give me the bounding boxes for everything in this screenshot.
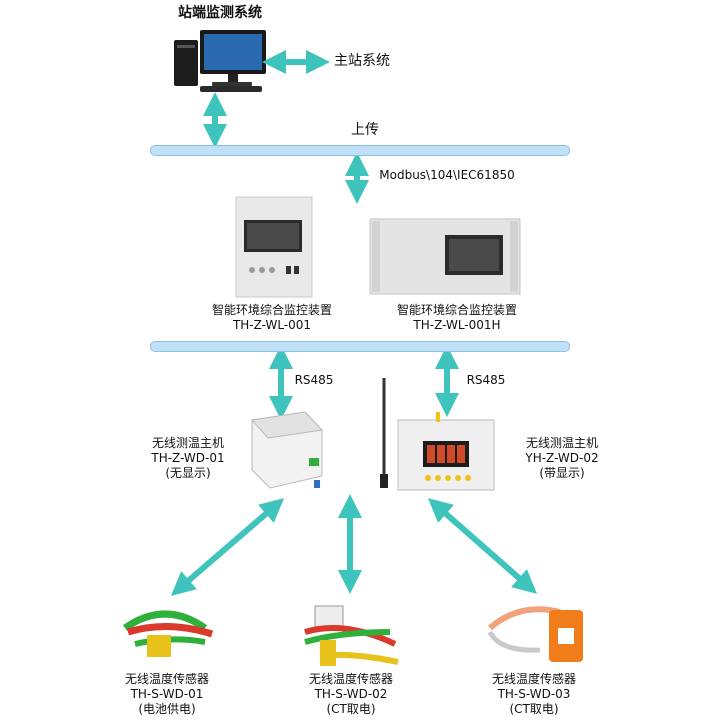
device-2-name: 智能环境综合监控装置: [396, 303, 517, 317]
upload-label: 上传: [351, 122, 379, 138]
sensor-2-note: (CT取电): [326, 702, 376, 716]
computer-image: [174, 30, 266, 92]
host-1-model: TH-Z-WD-01: [151, 451, 225, 465]
device-wl001-image: [235, 196, 313, 298]
host-2-model: YH-Z-WD-02: [525, 451, 599, 465]
sensor-3-name: 无线温度传感器: [491, 672, 576, 686]
sensor-2-model: TH-S-WD-02: [314, 687, 388, 701]
host-2-note: (带显示): [539, 466, 585, 480]
host-1-note: (无显示): [165, 466, 211, 480]
system-title: 站端监测系统: [178, 5, 262, 21]
sensor-3-model: TH-S-WD-03: [497, 687, 571, 701]
rs485-bus: [150, 341, 570, 352]
rs485-label-left: RS485: [294, 373, 334, 387]
device-2-model: TH-Z-WL-001H: [413, 318, 501, 332]
sensor-1-name: 无线温度传感器: [124, 672, 209, 686]
sensor-1-model: TH-S-WD-01: [130, 687, 204, 701]
sensor-1-note: (电池供电): [138, 702, 196, 716]
device-wl001h-image: [369, 218, 521, 295]
device-1-name: 智能环境综合监控装置: [211, 303, 332, 317]
host-wd02-image: [380, 378, 495, 491]
rs485-label-right: RS485: [466, 373, 506, 387]
wireless-arrow-left: [170, 498, 285, 596]
sensor-wd02-image: [304, 605, 399, 666]
device-1-model: TH-Z-WL-001: [232, 318, 312, 332]
host-wd01-image: [251, 411, 324, 489]
upload-bus: [150, 145, 570, 156]
sensor-2-name: 无线温度传感器: [308, 672, 393, 686]
sensor-3-note: (CT取电): [509, 702, 559, 716]
sensor-wd01-image: [122, 610, 214, 657]
wireless-arrow-right: [427, 498, 538, 594]
sensor-wd03-image: [487, 606, 583, 662]
host-1-name: 无线测温主机: [151, 436, 224, 450]
protocol-label: Modbus\104\IEC61850: [379, 168, 515, 182]
master-station-label: 主站系统: [334, 53, 390, 69]
host-2-name: 无线测温主机: [525, 436, 598, 450]
